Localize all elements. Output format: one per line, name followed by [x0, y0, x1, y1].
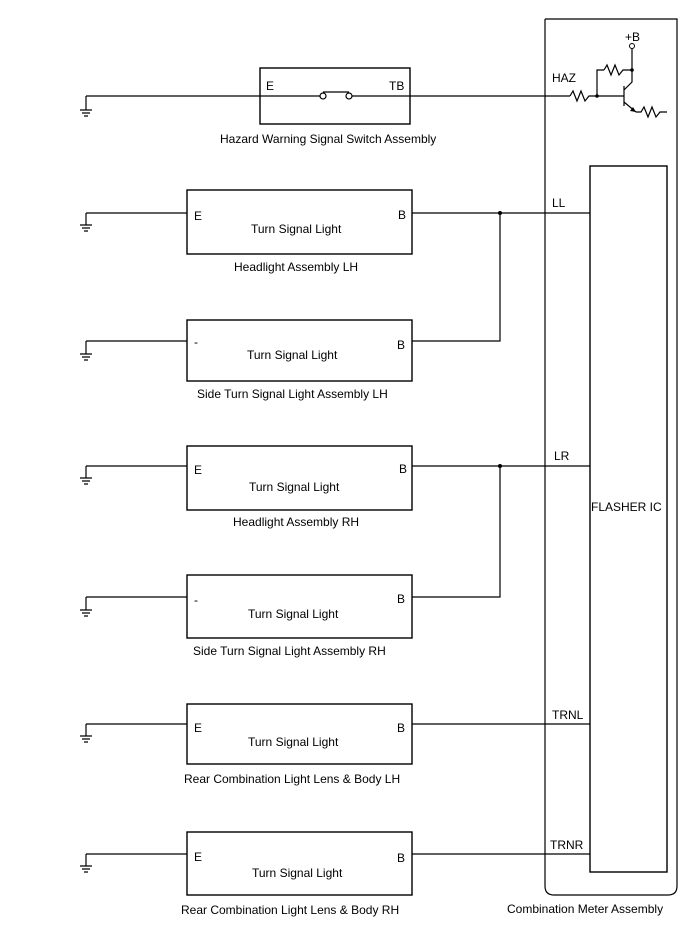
terminal-trnr: TRNR — [550, 838, 584, 852]
combination-meter-caption: Combination Meter Assembly — [507, 902, 663, 916]
rear-combination-rh-pin-e: E — [194, 850, 202, 864]
resistor-icon — [603, 63, 632, 77]
rear-combination-lh-label: Turn Signal Light — [248, 735, 339, 749]
ground-symbol-icon — [80, 854, 92, 873]
rear-combination-lh-box — [186, 703, 413, 765]
terminal-lr: LR — [554, 449, 570, 463]
side-turn-rh-box — [186, 574, 413, 639]
flasher-ic-label: FLASHER IC — [591, 500, 662, 514]
rear-combination-rh-box — [186, 831, 413, 896]
ground-symbol-icon — [80, 466, 92, 485]
supply-label: +B — [625, 30, 640, 44]
terminal-trnl: TRNL — [552, 708, 584, 722]
headlight-lh-pin-e: E — [194, 209, 202, 223]
rear-combination-lh-pin-b: B — [397, 721, 405, 735]
hazard-switch-pin-tb: TB — [389, 79, 404, 93]
headlight-rh-caption: Headlight Assembly RH — [233, 515, 359, 529]
hazard-switch-caption: Hazard Warning Signal Switch Assembly — [220, 132, 436, 146]
headlight-rh-box — [186, 445, 413, 511]
rear-combination-lh-caption: Rear Combination Light Lens & Body LH — [184, 772, 400, 786]
ground-symbol-icon — [80, 724, 92, 743]
switch-contact-icon — [260, 91, 410, 100]
headlight-rh-pin-e: E — [194, 463, 202, 477]
ground-symbol-icon — [80, 341, 92, 361]
side-turn-rh-pin-b: B — [397, 592, 405, 606]
side-turn-lh-box — [186, 319, 413, 382]
transistor-icon — [597, 70, 667, 119]
side-turn-lh-caption: Side Turn Signal Light Assembly LH — [197, 387, 388, 401]
side-turn-rh-caption: Side Turn Signal Light Assembly RH — [193, 644, 386, 658]
resistor-icon — [569, 89, 597, 103]
side-turn-rh-pin-minus: - — [194, 593, 198, 607]
rear-combination-rh-pin-b: B — [397, 851, 405, 865]
headlight-rh-label: Turn Signal Light — [249, 480, 340, 494]
supply-terminal-icon — [629, 43, 635, 49]
rear-combination-rh-label: Turn Signal Light — [252, 866, 343, 880]
terminal-haz: HAZ — [552, 71, 576, 85]
terminal-ll: LL — [552, 196, 566, 210]
headlight-lh-box — [186, 189, 413, 255]
combination-meter-outline — [544, 18, 678, 896]
flasher-ic-box — [589, 165, 668, 873]
ground-symbol-icon — [80, 597, 92, 617]
hazard-switch-pin-e: E — [266, 79, 274, 93]
side-turn-lh-label: Turn Signal Light — [247, 348, 338, 362]
side-turn-rh-label: Turn Signal Light — [248, 607, 339, 621]
headlight-lh-pin-b: B — [398, 208, 406, 222]
rear-combination-rh-caption: Rear Combination Light Lens & Body RH — [181, 903, 399, 917]
side-turn-lh-pin-b: B — [397, 338, 405, 352]
headlight-lh-label: Turn Signal Light — [251, 222, 342, 236]
ground-symbol-icon — [80, 96, 92, 117]
side-turn-lh-pin-minus: - — [194, 335, 198, 349]
headlight-rh-pin-b: B — [399, 462, 407, 476]
ground-symbol-icon — [80, 213, 92, 232]
headlight-lh-caption: Headlight Assembly LH — [234, 260, 358, 274]
rear-combination-lh-pin-e: E — [194, 721, 202, 735]
